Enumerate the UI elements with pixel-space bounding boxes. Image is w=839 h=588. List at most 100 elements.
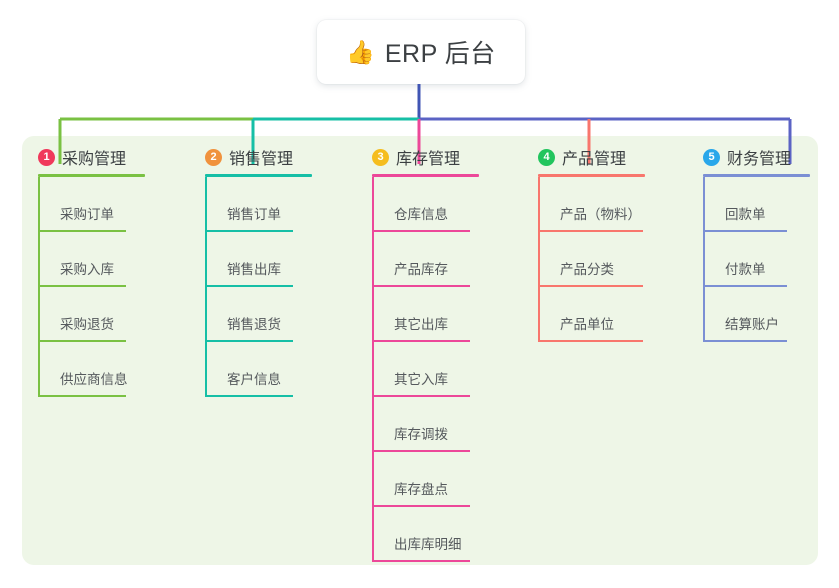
column-header-1[interactable]: 1 采购管理 (38, 146, 145, 168)
column-title-4: 产品管理 (562, 151, 627, 168)
column-items-4: 产品（物料） 产品分类产品单位 (538, 177, 645, 342)
list-item-label: 仓库信息 (394, 207, 448, 222)
column-badge-4: 4 (538, 148, 555, 166)
list-item-underline (703, 285, 787, 287)
list-item-underline (205, 340, 293, 342)
list-item-underline (538, 230, 643, 232)
column-1: 1 采购管理采购订单采购入库采购退货供应商信息 (38, 146, 145, 397)
list-item[interactable]: 销售出库 (205, 232, 312, 287)
column-spine-2 (205, 177, 207, 397)
column-header-5[interactable]: 5 财务管理 (703, 146, 810, 168)
list-item-underline (372, 505, 470, 507)
list-item-label: 产品单位 (560, 317, 614, 332)
column-title-1: 采购管理 (62, 151, 127, 168)
column-3: 3 库存管理仓库信息产品库存其它出库其它入库库存调拨库存盘点出库库明细 (372, 146, 479, 562)
column-4: 4 产品管理产品（物料） 产品分类产品单位 (538, 146, 645, 342)
list-item-label: 销售订单 (227, 207, 281, 222)
column-spine-4 (538, 177, 540, 342)
column-header-2[interactable]: 2 销售管理 (205, 146, 312, 168)
list-item-underline (372, 230, 470, 232)
column-items-1: 采购订单采购入库采购退货供应商信息 (38, 177, 145, 397)
list-item-underline (205, 230, 293, 232)
list-item-label: 销售出库 (227, 262, 281, 277)
list-item-underline (38, 340, 126, 342)
list-item-label: 其它入库 (394, 372, 448, 387)
list-item[interactable]: 采购订单 (38, 177, 145, 232)
column-spine-1 (38, 177, 40, 397)
column-title-2: 销售管理 (229, 151, 294, 168)
list-item-underline (38, 395, 126, 397)
column-badge-1: 1 (38, 148, 55, 166)
list-item-underline (205, 395, 293, 397)
column-spine-3 (372, 177, 374, 562)
column-5: 5 财务管理回款单付款单结算账户 (703, 146, 810, 342)
column-underline-2 (205, 174, 312, 177)
list-item-underline (703, 230, 787, 232)
list-item[interactable]: 付款单 (703, 232, 810, 287)
column-title-5: 财务管理 (727, 151, 792, 168)
list-item[interactable]: 库存盘点 (372, 452, 479, 507)
list-item-label: 产品库存 (394, 262, 448, 277)
list-item[interactable]: 销售退货 (205, 287, 312, 342)
list-item-label: 出库库明细 (394, 537, 462, 552)
column-header-4[interactable]: 4 产品管理 (538, 146, 645, 168)
list-item[interactable]: 采购入库 (38, 232, 145, 287)
list-item-underline (538, 285, 643, 287)
list-item[interactable]: 采购退货 (38, 287, 145, 342)
list-item[interactable]: 其它入库 (372, 342, 479, 397)
column-2: 2 销售管理销售订单销售出库销售退货客户信息 (205, 146, 312, 397)
list-item-underline (538, 340, 643, 342)
list-item[interactable]: 回款单 (703, 177, 810, 232)
list-item[interactable]: 仓库信息 (372, 177, 479, 232)
list-item-underline (703, 340, 787, 342)
root-node-card[interactable]: 👍 ERP 后台 (317, 20, 525, 84)
list-item-underline (372, 340, 470, 342)
column-badge-3: 3 (372, 148, 389, 166)
list-item[interactable]: 产品单位 (538, 287, 645, 342)
column-items-5: 回款单付款单结算账户 (703, 177, 810, 342)
list-item-label: 产品（物料） (560, 207, 641, 222)
list-item[interactable]: 销售订单 (205, 177, 312, 232)
list-item-label: 供应商信息 (60, 372, 128, 387)
column-items-3: 仓库信息产品库存其它出库其它入库库存调拨库存盘点出库库明细 (372, 177, 479, 562)
list-item-label: 库存盘点 (394, 482, 448, 497)
column-title-3: 库存管理 (396, 151, 461, 168)
thumbs-up-icon: 👍 (346, 38, 375, 65)
list-item-label: 采购入库 (60, 262, 114, 277)
list-item-label: 回款单 (725, 207, 766, 222)
list-item[interactable]: 产品库存 (372, 232, 479, 287)
list-item-label: 付款单 (725, 262, 766, 277)
list-item[interactable]: 客户信息 (205, 342, 312, 397)
list-item-underline (372, 450, 470, 452)
column-items-2: 销售订单销售出库销售退货客户信息 (205, 177, 312, 397)
list-item[interactable]: 供应商信息 (38, 342, 145, 397)
list-item[interactable]: 产品（物料） (538, 177, 645, 232)
column-underline-4 (538, 174, 645, 177)
branches-panel (22, 136, 818, 565)
list-item-underline (38, 230, 126, 232)
column-underline-5 (703, 174, 810, 177)
list-item[interactable]: 出库库明细 (372, 507, 479, 562)
list-item-underline (372, 560, 470, 562)
list-item-underline (205, 285, 293, 287)
column-badge-5: 5 (703, 148, 720, 166)
column-underline-1 (38, 174, 145, 177)
list-item-label: 采购退货 (60, 317, 114, 332)
list-item-underline (372, 285, 470, 287)
list-item-underline (372, 395, 470, 397)
list-item-label: 采购订单 (60, 207, 114, 222)
list-item-label: 其它出库 (394, 317, 448, 332)
list-item-label: 库存调拨 (394, 427, 448, 442)
list-item-underline (38, 285, 126, 287)
list-item-label: 销售退货 (227, 317, 281, 332)
column-header-3[interactable]: 3 库存管理 (372, 146, 479, 168)
root-node-title: ERP 后台 (384, 40, 496, 68)
list-item[interactable]: 产品分类 (538, 232, 645, 287)
list-item[interactable]: 库存调拨 (372, 397, 479, 452)
list-item[interactable]: 结算账户 (703, 287, 810, 342)
column-badge-2: 2 (205, 148, 222, 166)
column-underline-3 (372, 174, 479, 177)
list-item-label: 客户信息 (227, 372, 281, 387)
list-item[interactable]: 其它出库 (372, 287, 479, 342)
